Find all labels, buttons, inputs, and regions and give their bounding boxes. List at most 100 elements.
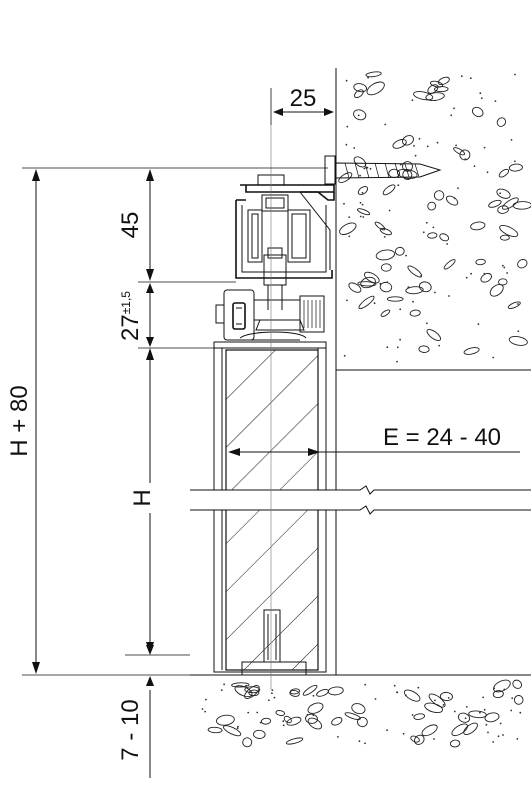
concrete-dot [379,282,382,285]
concrete-dot [363,167,366,170]
concrete-pebble [302,684,318,696]
concrete-pebble [403,689,421,702]
concrete-pebble [484,712,500,723]
concrete-dot [487,731,489,734]
concrete-dot [516,738,519,740]
concrete-dot [361,203,364,206]
concrete-dot [237,725,239,728]
concrete-dot [455,144,457,147]
concrete-pebble [439,691,453,702]
concrete-dot [271,692,273,695]
dim-track-height: 45 [117,169,154,281]
concrete-dot [359,215,362,218]
concrete-pebble [471,106,484,118]
dim-extension-lines [22,167,328,676]
dim-track-height-label: 45 [117,212,144,239]
concrete-dot [485,723,488,726]
concrete-dot [434,699,436,702]
dim-offset-label: 25 [290,85,317,112]
concrete-dot [345,143,348,146]
concrete-pebble [428,693,446,708]
concrete-pebble [253,729,266,739]
concrete-dot [497,735,500,738]
concrete-pebble [512,201,531,210]
concrete-dot [337,736,339,738]
concrete-pebble [425,92,445,101]
wall-pebble-texture [338,71,531,363]
concrete-dot [247,711,250,714]
dim-floor-gap-label: 7 - 10 [117,699,144,760]
concrete-dot [256,711,259,714]
concrete-pebble [418,281,432,293]
dim-floor-gap: 7 - 10 [117,640,154,778]
concrete-dot [469,77,472,80]
concrete-dot [450,114,453,117]
concrete-dot [396,691,398,694]
concrete-dot [438,344,440,347]
concrete-pebble [480,273,492,283]
track-profile [235,174,335,310]
concrete-pebble [357,716,368,728]
concrete-dot [517,330,520,333]
concrete-dot [399,308,402,311]
concrete-dot [510,709,513,712]
concrete-dot [282,724,285,727]
concrete-dot [383,236,386,238]
concrete-dot [369,167,372,170]
concrete-pebble [433,190,445,201]
concrete-pebble [489,283,504,297]
dim-door-height-label: H [129,489,156,506]
concrete-dot [436,141,439,144]
concrete-pebble [513,695,524,705]
concrete-dot [386,346,389,349]
concrete-pebble [413,713,425,720]
concrete-dot [374,698,377,700]
concrete-pebble [348,282,362,293]
concrete-dot [448,295,450,297]
concrete-pebble [488,199,502,208]
concrete-dot [223,683,226,686]
concrete-pebble [512,679,522,689]
concrete-dot [418,137,421,140]
concrete-dot [393,684,396,687]
concrete-pebble [216,714,235,726]
concrete-dot [479,711,481,714]
concrete-pebble [357,208,371,216]
dim-total-height: H + 80 [6,169,40,674]
concrete-dot [346,125,349,128]
concrete-pebble [439,233,450,242]
concrete-pebble [392,139,407,149]
door-hanger-clamp [215,289,325,341]
concrete-dot [282,720,285,723]
concrete-pebble [360,276,376,289]
concrete-dot [407,286,410,288]
concrete-pebble [260,717,272,725]
dim-hanger-gap-label: 27±1,5 [117,291,144,341]
concrete-pebble [366,81,385,96]
concrete-dot [366,166,369,169]
concrete-dot [414,154,417,157]
dim-thickness-label: E = 24 - 40 [383,424,501,451]
concrete-dot [268,699,270,702]
concrete-dot [486,171,489,174]
concrete-dot [499,192,501,195]
concrete-pebble [380,309,391,317]
concrete-dot [511,697,514,699]
concrete-dot [465,706,468,708]
concrete-dot [405,254,407,257]
concrete-dot [514,73,516,76]
concrete-pebble [402,169,413,181]
concrete-pebble [409,309,421,317]
dim-offset: 25 [270,68,337,125]
break-lines [190,485,531,515]
concrete-dot [502,264,504,267]
concrete-dot [460,75,463,78]
concrete-pebble [405,286,424,295]
concrete-pebble [507,301,521,309]
concrete-pebble [357,281,377,287]
concrete-pebble [470,221,486,231]
concrete-dot [519,711,522,714]
concrete-pebble [394,246,405,256]
concrete-pebble [413,91,434,101]
